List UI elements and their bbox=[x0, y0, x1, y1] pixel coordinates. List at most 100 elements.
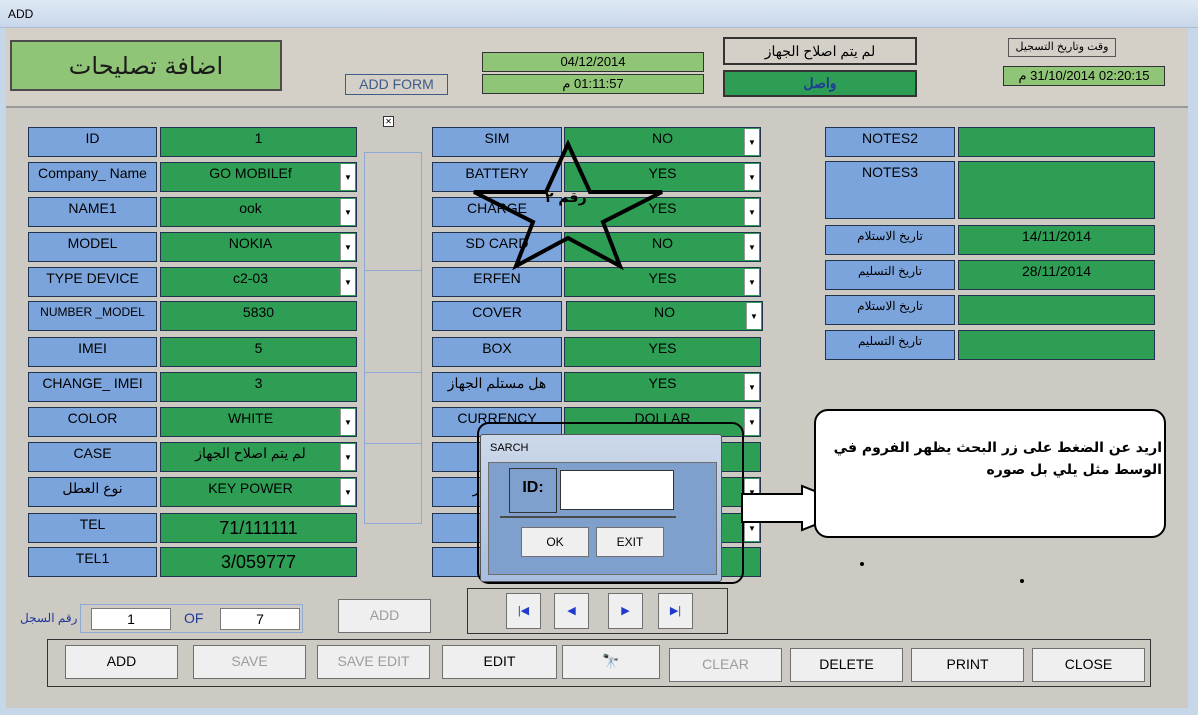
dropdown-field[interactable]: NO ▼ bbox=[566, 301, 763, 331]
text-field[interactable]: 28/11/2014 bbox=[958, 260, 1155, 290]
field-label: CASE bbox=[28, 442, 157, 472]
chevron-down-icon[interactable]: ▼ bbox=[340, 164, 355, 190]
dropdown-field[interactable]: YES▼ bbox=[564, 162, 761, 192]
text-field[interactable]: 1 bbox=[160, 127, 357, 157]
binoculars-icon: 🔭 bbox=[602, 653, 620, 669]
dropdown-field[interactable]: WHITE▼ bbox=[160, 407, 357, 437]
star-annotation-label: رقم ٢ bbox=[545, 190, 587, 206]
note-callout bbox=[814, 409, 1166, 538]
chevron-down-icon[interactable]: ▼ bbox=[744, 269, 759, 295]
text-field[interactable] bbox=[958, 295, 1155, 325]
first-record-button[interactable]: |◀ bbox=[506, 593, 541, 629]
panel-line bbox=[364, 372, 422, 373]
add-record-button[interactable]: ADD bbox=[338, 599, 431, 633]
current-record-field[interactable]: 1 bbox=[91, 608, 171, 630]
of-label: OF bbox=[184, 610, 204, 626]
chevron-down-icon[interactable]: ▼ bbox=[744, 129, 759, 155]
star-annotation bbox=[473, 140, 663, 270]
field-label: BOX bbox=[432, 337, 562, 367]
dropdown-field[interactable]: YES ▼ bbox=[564, 197, 761, 227]
chevron-down-icon[interactable]: ▼ bbox=[744, 374, 759, 400]
field-label: ID bbox=[28, 127, 157, 157]
text-field[interactable]: 14/11/2014 bbox=[958, 225, 1155, 255]
field-label: SIM bbox=[432, 127, 562, 157]
window-border-right bbox=[1188, 28, 1198, 715]
last-record-button[interactable]: ▶| bbox=[658, 593, 693, 629]
search-ok-button[interactable]: OK bbox=[521, 527, 589, 557]
field-value: 5 bbox=[254, 340, 263, 356]
window-titlebar: ADD bbox=[0, 0, 1198, 28]
clear-button[interactable]: CLEAR bbox=[669, 648, 782, 682]
field-value: NO bbox=[652, 235, 673, 251]
dropdown-field[interactable]: NO ▼ bbox=[564, 232, 761, 262]
add-button[interactable]: ADD bbox=[65, 645, 178, 679]
delete-button[interactable]: DELETE bbox=[790, 648, 903, 682]
chevron-down-icon[interactable]: ▼ bbox=[340, 234, 355, 260]
chevron-down-icon[interactable]: ▼ bbox=[744, 199, 759, 225]
text-field[interactable]: 5830 bbox=[160, 301, 357, 331]
chevron-down-icon[interactable]: ▼ bbox=[340, 479, 355, 505]
field-label: TEL1 bbox=[28, 547, 157, 577]
next-record-button[interactable]: ▶ bbox=[608, 593, 643, 629]
prev-record-button[interactable]: ◀ bbox=[554, 593, 589, 629]
panel-line bbox=[364, 443, 422, 444]
repair-status: لم يتم اصلاح الجهاز bbox=[723, 37, 917, 65]
field-label: Company_ Name bbox=[28, 162, 157, 192]
dropdown-field[interactable]: KEY POWER ▼ bbox=[160, 477, 357, 507]
record-number-label: رقم السجل bbox=[20, 611, 78, 625]
text-field[interactable] bbox=[958, 127, 1155, 157]
record-counter bbox=[80, 604, 303, 633]
field-value: c2-03 bbox=[232, 270, 269, 286]
dropdown-field[interactable]: YES▼ bbox=[564, 372, 761, 402]
save-button[interactable]: SAVE bbox=[193, 645, 306, 679]
current-date: 04/12/2014 bbox=[482, 52, 704, 72]
field-value: 71/111111 bbox=[219, 518, 298, 538]
dropdown-field[interactable]: GO MOBILEf▼ bbox=[160, 162, 357, 192]
field-label: COVER bbox=[432, 301, 562, 331]
chevron-down-icon[interactable]: ▼ bbox=[744, 164, 759, 190]
chevron-down-icon[interactable]: ▼ bbox=[746, 303, 761, 329]
dropdown-field[interactable]: NOKIA▼ bbox=[160, 232, 357, 262]
subform-close-icon[interactable]: ✕ bbox=[383, 116, 394, 127]
dropdown-field[interactable]: c2-03 ▼ bbox=[160, 267, 357, 297]
chevron-down-icon[interactable]: ▼ bbox=[744, 234, 759, 260]
text-field[interactable]: 5 bbox=[160, 337, 357, 367]
field-label: تاريخ التسليم bbox=[825, 330, 955, 360]
chevron-down-icon[interactable]: ▼ bbox=[744, 409, 759, 435]
action-toolbar bbox=[47, 639, 1151, 687]
search-exit-button[interactable]: EXIT bbox=[596, 527, 664, 557]
field-value: 1 bbox=[254, 130, 263, 146]
add-form-label: ADD FORM bbox=[345, 74, 448, 95]
search-id-input[interactable] bbox=[560, 470, 674, 510]
field-value: YES bbox=[648, 200, 677, 216]
print-button[interactable]: PRINT bbox=[911, 648, 1024, 682]
text-field[interactable]: YES bbox=[564, 337, 761, 367]
chevron-down-icon[interactable]: ▼ bbox=[340, 409, 355, 435]
field-label: نوع العطل bbox=[28, 477, 157, 507]
dropdown-field[interactable]: YES▼ bbox=[564, 267, 761, 297]
field-value: NO bbox=[654, 304, 675, 320]
window-border-bottom bbox=[0, 708, 1198, 715]
text-field[interactable]: 71/111111 bbox=[160, 513, 357, 543]
field-label: ERFEN bbox=[432, 267, 562, 297]
chevron-down-icon[interactable]: ▼ bbox=[340, 444, 355, 470]
dropdown-field[interactable]: ook▼ bbox=[160, 197, 357, 227]
text-field[interactable]: 3/059777 bbox=[160, 547, 357, 577]
dropdown-field[interactable]: NO ▼ bbox=[564, 127, 761, 157]
dropdown-field[interactable]: لم يتم اصلاح الجهاز▼ bbox=[160, 442, 357, 472]
text-field[interactable] bbox=[958, 330, 1155, 360]
chevron-down-icon[interactable]: ▼ bbox=[340, 269, 355, 295]
search-button[interactable]: 🔭 bbox=[562, 645, 660, 679]
field-label: NAME1 bbox=[28, 197, 157, 227]
current-time: 01:11:57 م bbox=[482, 74, 704, 94]
form-title: اضافة تصليحات bbox=[10, 40, 282, 91]
close-button[interactable]: CLOSE bbox=[1032, 648, 1145, 682]
edit-button[interactable]: EDIT bbox=[442, 645, 557, 679]
chevron-down-icon[interactable]: ▼ bbox=[340, 199, 355, 225]
field-value: KEY POWER bbox=[208, 480, 293, 496]
text-field[interactable]: 3 bbox=[160, 372, 357, 402]
field-value: NO bbox=[652, 130, 673, 146]
text-field[interactable] bbox=[958, 161, 1155, 219]
total-records-field: 7 bbox=[220, 608, 300, 630]
save-edit-button[interactable]: SAVE EDIT bbox=[317, 645, 430, 679]
